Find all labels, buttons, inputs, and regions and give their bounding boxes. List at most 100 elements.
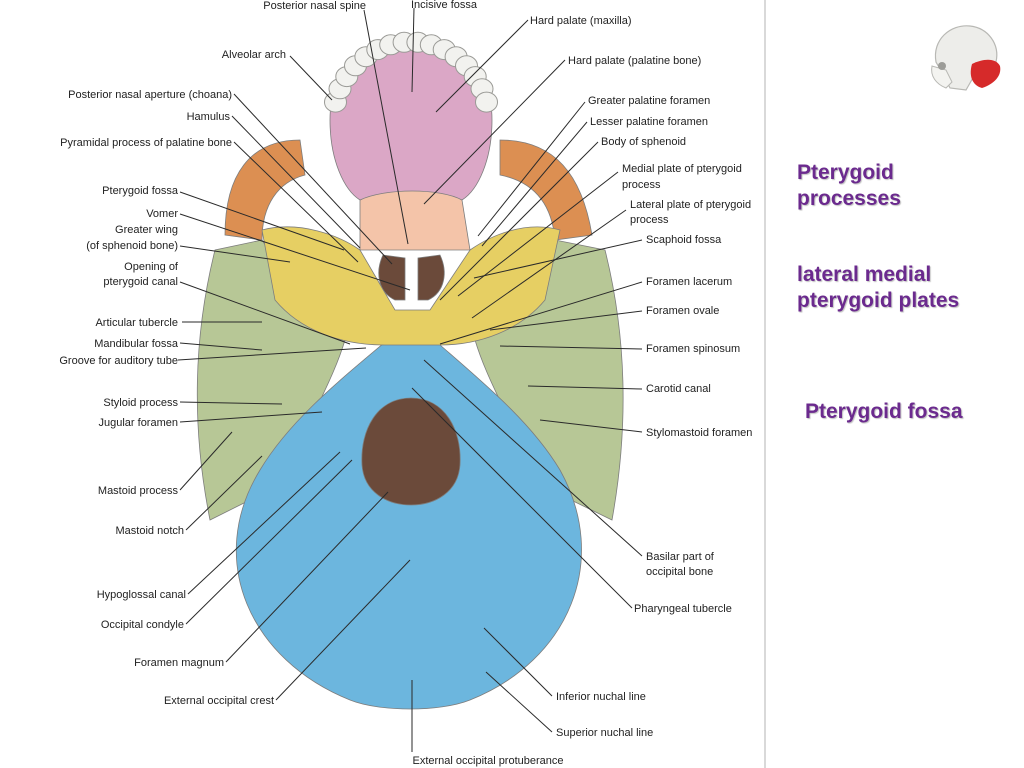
styloid-process-label: Styloid process — [103, 397, 178, 409]
leader-carotid-canal — [527, 385, 643, 390]
leader-foramen-magnum — [225, 491, 389, 663]
leader-hard-palate-maxilla — [435, 19, 529, 113]
medial-plate-label-line2: process — [622, 179, 661, 191]
auditory-tube-groove-label: Groove for auditory tube — [59, 355, 178, 367]
leader-mandibular-fossa — [179, 342, 263, 351]
leader-mastoid-process — [179, 431, 233, 491]
foramen-magnum — [361, 397, 461, 506]
leader-stylomastoid-foramen — [539, 419, 643, 433]
leader-scaphoid-fossa — [473, 239, 643, 279]
skull-icon-highlight — [970, 59, 1001, 88]
inferior-nuchal-line-label: Inferior nuchal line — [556, 691, 646, 703]
note-pterygoid-plates-line2: pterygoid plates — [797, 289, 960, 312]
incisive-fossa-label: Incisive fossa — [411, 0, 478, 11]
hard-palate-maxilla-label: Hard palate (maxilla) — [530, 15, 631, 27]
palatine-bone — [359, 188, 471, 251]
scaphoid-fossa-label: Scaphoid fossa — [646, 234, 722, 246]
lateral-plate-label-line2: process — [630, 214, 669, 226]
greater-palatine-foramen-label: Greater palatine foramen — [588, 95, 710, 107]
anatomy-labels: Posterior nasal spine Incisive fossa Har… — [59, 0, 752, 767]
zygomatic-arch-left — [224, 139, 306, 241]
mastoid-notch-label: Mastoid notch — [116, 525, 184, 537]
note-pterygoid-fossa: Pterygoid fossa — [805, 400, 963, 423]
superior-nuchal-line-label: Superior nuchal line — [556, 727, 653, 739]
hamulus-label: Hamulus — [187, 111, 231, 123]
leader-foramen-spinosum — [499, 345, 643, 350]
leader-pyramidal-process — [233, 141, 359, 263]
leader-vomer — [179, 213, 411, 291]
pterygoid-canal-label-line2: pterygoid canal — [103, 276, 178, 288]
occipital-condyle-label: Occipital condyle — [101, 619, 184, 631]
tooth — [475, 91, 498, 113]
posterior-nasal-spine-label: Posterior nasal spine — [263, 0, 366, 12]
foramen-lacerum-label: Foramen lacerum — [646, 276, 732, 288]
sphenoid-bone — [261, 226, 561, 346]
skull-base-bones — [196, 31, 624, 710]
skull-icon-orbit — [938, 62, 946, 70]
leader-posterior-nasal-aperture — [233, 93, 393, 265]
note-pterygoid-plates-line1: lateral medial — [797, 263, 932, 286]
articular-tubercle-label: Articular tubercle — [95, 317, 178, 329]
choana-left — [378, 254, 406, 301]
leader-greater-wing — [179, 245, 291, 263]
leader-foramen-lacerum — [439, 281, 643, 345]
hard-palate-palatine-label: Hard palate (palatine bone) — [568, 55, 701, 67]
skull-base-diagram: Posterior nasal spine Incisive fossa Har… — [59, 0, 752, 767]
leader-greater-palatine-foramen — [477, 101, 586, 237]
pterygoid-canal-label-line1: Opening of — [124, 261, 179, 273]
pharyngeal-tubercle-label: Pharyngeal tubercle — [634, 603, 732, 615]
leader-hypoglossal-canal — [187, 451, 341, 595]
greater-wing-label-line2: (of sphenoid bone) — [86, 240, 178, 252]
leader-body-of-sphenoid — [439, 141, 599, 301]
leader-hamulus — [231, 115, 361, 249]
vomer-label: Vomer — [146, 208, 178, 220]
leader-pterygoid-fossa — [179, 191, 345, 251]
body-of-sphenoid-label: Body of sphenoid — [601, 136, 686, 148]
note-pterygoid-processes-line1: Pterygoid — [797, 161, 894, 184]
leader-styloid-process — [179, 401, 283, 405]
leader-hard-palate-palatine — [423, 59, 566, 205]
leader-lines — [177, 7, 643, 752]
basilar-part-label-line2: occipital bone — [646, 566, 713, 578]
jugular-foramen-label: Jugular foramen — [99, 417, 179, 429]
leader-jugular-foramen — [179, 411, 323, 423]
note-pterygoid-plates: lateral medial pterygoid plates — [797, 262, 959, 314]
foramen-magnum-label: Foramen magnum — [134, 657, 224, 669]
external-occipital-crest-label: External occipital crest — [164, 695, 274, 707]
note-pterygoid-processes: Pterygoid processes — [797, 160, 901, 212]
pterygoid-fossa-label: Pterygoid fossa — [102, 185, 179, 197]
leader-occipital-condyle — [185, 459, 353, 625]
posterior-nasal-aperture-label: Posterior nasal aperture (choana) — [68, 89, 232, 101]
skull-icon-face — [931, 65, 953, 89]
stylomastoid-foramen-label: Stylomastoid foramen — [646, 427, 752, 439]
leader-pterygoid-canal — [179, 281, 351, 345]
note-pterygoid-processes-line2: processes — [797, 187, 901, 210]
leader-posterior-nasal-spine — [363, 9, 409, 245]
leader-basilar-part — [423, 359, 643, 557]
leader-incisive-fossa — [411, 7, 415, 93]
foramen-spinosum-label: Foramen spinosum — [646, 343, 740, 355]
teeth — [324, 31, 498, 113]
mandibular-fossa-label: Mandibular fossa — [94, 338, 179, 350]
leader-foramen-ovale — [489, 310, 643, 331]
leader-pharyngeal-tubercle — [411, 387, 633, 609]
leader-alveolar-arch — [289, 55, 333, 101]
alveolar-arch-label: Alveolar arch — [222, 49, 286, 61]
lateral-plate-label-line1: Lateral plate of pterygoid — [630, 199, 751, 211]
leader-superior-nuchal-line — [485, 671, 553, 733]
lesser-palatine-foramen-label: Lesser palatine foramen — [590, 116, 708, 128]
occipital-bone — [235, 337, 582, 710]
skull-icon — [931, 25, 1001, 91]
leader-mastoid-notch — [185, 455, 263, 531]
leader-lateral-plate — [471, 209, 627, 319]
foramen-ovale-label: Foramen ovale — [646, 305, 719, 317]
skull-base-figure: Posterior nasal spine Incisive fossa Har… — [59, 0, 766, 768]
greater-wing-label-line1: Greater wing — [115, 224, 178, 236]
basilar-part-label-line1: Basilar part of — [646, 551, 715, 563]
pyramidal-process-label: Pyramidal process of palatine bone — [60, 137, 232, 149]
choana-right — [417, 254, 445, 301]
leader-external-occipital-crest — [275, 559, 411, 701]
zygomatic-arch-right — [499, 139, 593, 241]
leader-lesser-palatine-foramen — [481, 121, 588, 247]
